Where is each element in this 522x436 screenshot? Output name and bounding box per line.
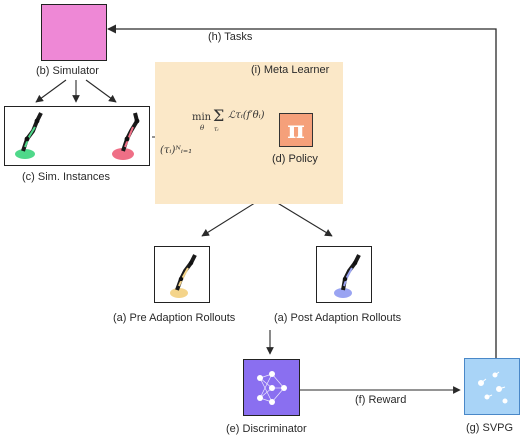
tasks-edge-label: (h) Tasks [208,31,253,43]
post-rollouts-box [316,246,372,303]
post-rollouts-label: (a) Post Adaption Rollouts [274,312,402,324]
pre-rollouts-box [154,246,210,303]
pi-symbol: π [287,115,305,144]
policy-label: (d) Policy [272,153,318,165]
simulator-label: (b) Simulator [36,65,99,77]
sim-instances-label: (c) Sim. Instances [22,171,111,183]
sim-arrow-right [85,79,117,103]
objective-loss: ℒτᵢ(f′θᵢ) [228,110,265,121]
reward-edge-label: (f) Reward [355,394,407,406]
sim-instances-box [4,106,150,166]
objective-sum-sub: τᵢ [214,126,219,133]
meta-learner-label: (i) Meta Learner [251,64,330,76]
particles-icon [478,371,508,404]
task-set: (τᵢ)ᴺᵢ₌₁ [160,145,193,156]
tasks-arrow [107,24,497,358]
simulator-box [41,4,107,61]
sim-arrow-left [35,79,67,103]
robot-arm-icon [334,254,361,298]
objective-min-sub: θ [200,124,205,132]
discriminator-label: (e) Discriminator [226,423,307,435]
svpg-box [464,358,520,415]
objective-min: min [192,112,212,123]
objective-sum: Σ [213,106,225,125]
neural-network-icon [257,371,287,405]
discriminator-box [243,359,300,416]
policy-box: π [279,113,313,147]
pre-rollouts-label: (a) Pre Adaption Rollouts [113,312,236,324]
meta-learner-panel [155,62,343,204]
robot-arm-icon [15,112,140,160]
svpg-label: (g) SVPG [466,422,514,434]
robot-arm-icon [170,254,197,298]
